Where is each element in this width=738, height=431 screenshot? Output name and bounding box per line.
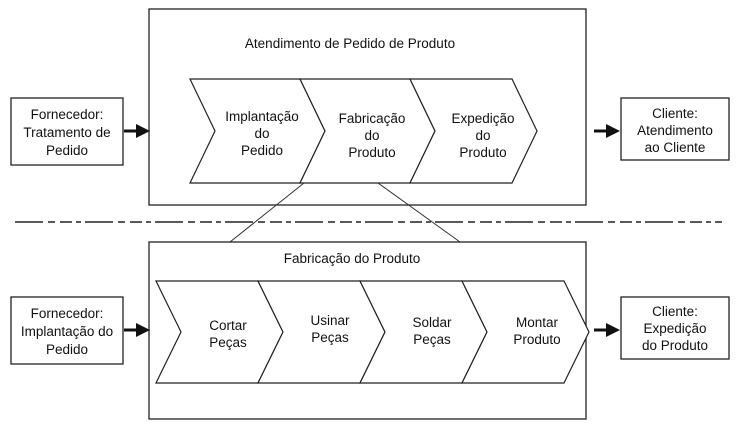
top-client-box: [620, 97, 730, 161]
top-supplier-line-2: Tratamento de: [23, 125, 110, 140]
bottom-step-1-line-1: Cortar: [209, 318, 247, 333]
top-step-3-line-2: do: [475, 128, 490, 143]
bottom-supplier-line-2: Implantação do: [21, 324, 113, 339]
bottom-client-line-2: Expedição: [643, 321, 706, 336]
top-step-2-line-2: do: [364, 128, 379, 143]
bottom-client-line-1: Cliente:: [652, 304, 698, 319]
top-step-1-line-3: Pedido: [241, 143, 283, 158]
bottom-step-4-chevron: [461, 280, 590, 384]
bottom-client-line-3: do Produto: [642, 338, 708, 353]
top-step-1-line-2: do: [254, 126, 269, 141]
bottom-process-title: Fabricação do Produto: [284, 251, 421, 266]
bottom-step-3-line-1: Soldar: [412, 315, 452, 330]
bottom-supplier-box: [10, 296, 124, 365]
top-input-arrow-head: [136, 124, 150, 138]
bottom-step-3-line-2: Peças: [413, 332, 451, 347]
top-supplier-line-1: Fornecedor:: [31, 107, 104, 122]
bottom-input-arrow-head: [136, 323, 150, 337]
bottom-client-box: [620, 296, 730, 360]
top-client-line-2: Atendimento: [637, 123, 713, 138]
top-client-line-3: ao Cliente: [645, 140, 706, 155]
top-step-2-line-1: Fabricação: [339, 111, 406, 126]
top-step-2-line-3: Produto: [348, 145, 395, 160]
bottom-step-4-line-1: Montar: [516, 315, 559, 330]
top-supplier-line-3: Pedido: [46, 143, 88, 158]
bottom-step-4-line-2: Produto: [513, 332, 560, 347]
bottom-supplier-line-3: Pedido: [46, 342, 88, 357]
top-step-3-line-3: Produto: [459, 145, 506, 160]
bottom-step-2-line-2: Peças: [311, 330, 349, 345]
top-supplier-box: [10, 97, 124, 166]
top-process-title: Atendimento de Pedido de Produto: [245, 36, 455, 51]
bottom-supplier-line-1: Fornecedor:: [31, 306, 104, 321]
top-step-3-line-1: Expedição: [451, 111, 514, 126]
top-client-line-1: Cliente:: [652, 106, 698, 121]
bottom-step-2-line-1: Usinar: [310, 313, 350, 328]
bottom-step-1-line-2: Peças: [209, 335, 247, 350]
bottom-output-arrow-head: [606, 323, 620, 337]
zoom-line-right: [377, 182, 461, 243]
zoom-line-left: [229, 182, 305, 243]
top-step-1-line-1: Implantação: [225, 109, 299, 124]
top-step-3-chevron: [409, 78, 538, 184]
top-output-arrow-head: [606, 124, 620, 138]
